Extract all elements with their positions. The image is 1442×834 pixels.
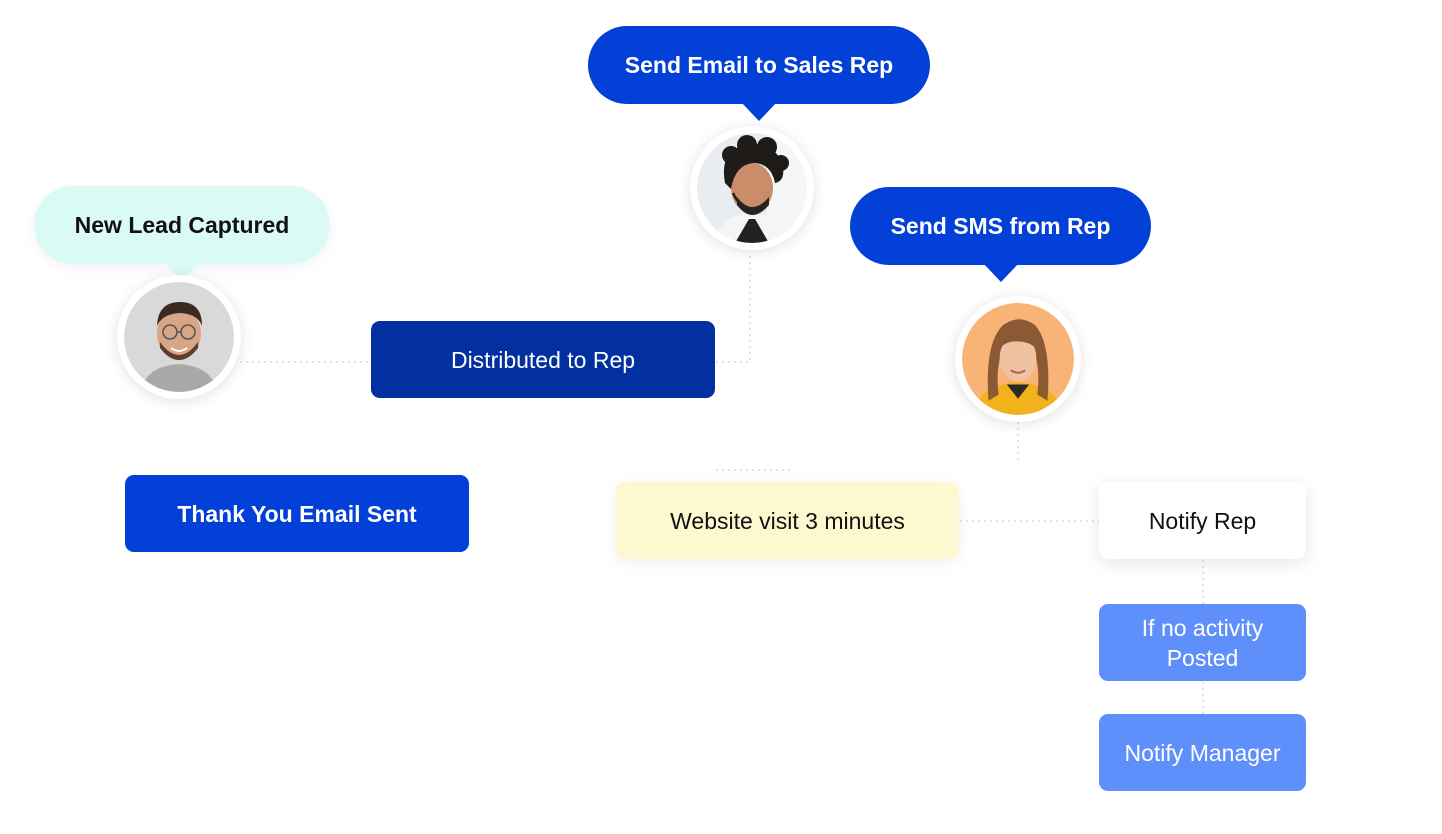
sales-rep-headset-avatar [690,126,814,250]
thank-you-email-label: Thank You Email Sent [177,500,417,527]
connector-distributed-to-sales-rep [716,252,751,363]
send-email-bubble[interactable]: Send Email to Sales Rep [588,26,930,121]
distributed-to-rep-label: Distributed to Rep [450,346,636,373]
send-sms-label: Send SMS from Rep [890,212,1111,239]
lead-man-glasses-icon [124,282,234,392]
bubble-tail [982,263,1019,282]
send-email-label: Send Email to Sales Rep [624,51,894,78]
notify-manager-label: Notify Manager [1124,739,1281,766]
rep-woman-icon [962,303,1074,415]
bubble-tail [741,102,777,121]
no-activity-label: If no activity Posted [1141,614,1264,671]
notify-manager-node[interactable]: Notify Manager [1099,714,1306,791]
new-lead-bubble[interactable]: New Lead Captured [34,186,330,281]
thank-you-email-node[interactable]: Thank You Email Sent [125,475,469,552]
send-sms-bubble[interactable]: Send SMS from Rep [850,187,1151,282]
rep-woman-avatar [955,296,1081,422]
new-lead-label: New Lead Captured [74,211,290,238]
no-activity-node[interactable]: If no activity Posted [1099,604,1306,681]
distributed-to-rep-node[interactable]: Distributed to Rep [371,321,715,398]
sales-rep-headset-icon [697,133,807,243]
website-visit-label: Website visit 3 minutes [670,507,905,534]
lead-man-glasses-avatar [117,275,241,399]
website-visit-node[interactable]: Website visit 3 minutes [616,482,959,559]
notify-rep-label: Notify Rep [1148,507,1257,534]
notify-rep-node[interactable]: Notify Rep [1099,482,1306,559]
